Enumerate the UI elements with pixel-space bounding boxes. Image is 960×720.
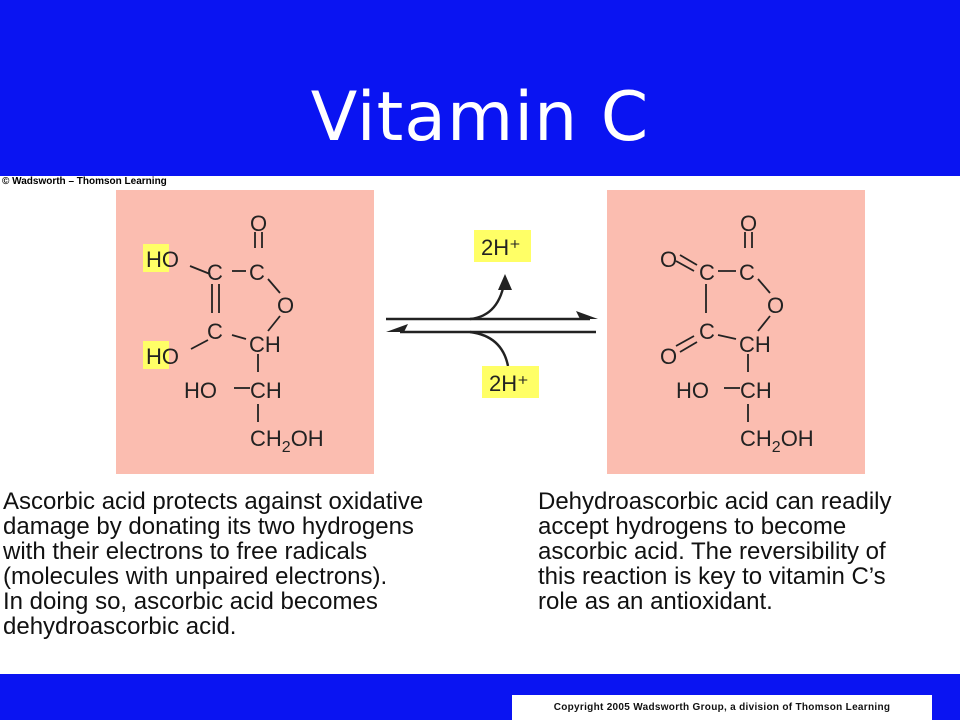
dehydro-ho-side: HO [676, 378, 709, 403]
dehydro-o-left-lower: O [660, 344, 677, 369]
dehydro-bonds [675, 232, 771, 422]
ascorbic-bonds [189, 232, 281, 422]
equilibrium-arrows [386, 277, 596, 367]
hydrogen-gain-box [482, 366, 539, 398]
hydrogen-highlight-upper [143, 244, 169, 272]
dehydro-ch-side: CH [740, 378, 772, 403]
image-credit: © Wadsworth – Thomson Learning [2, 176, 167, 187]
dehydro-c-top-right: C [739, 260, 755, 285]
forward-arrowhead [576, 311, 598, 319]
copyright-notice: Copyright 2005 Wadsworth Group, a divisi… [512, 695, 932, 720]
dehydro-o-left-upper: O [660, 247, 677, 272]
ascorbic-ch-side: CH [250, 378, 282, 403]
dehydroascorbic-acid-caption: Dehydroascorbic acid can readily accept … [538, 488, 892, 615]
dehydro-c-lower-left: C [699, 319, 715, 344]
ascorbic-o-top: O [250, 211, 267, 236]
ascorbic-c-top-right: C [249, 260, 265, 285]
release-arrowhead [498, 274, 512, 290]
figure-panel: © Wadsworth – Thomson Learning O C HO C … [0, 176, 960, 674]
ascorbic-ho-side: HO [184, 378, 217, 403]
dehydro-ch2oh: CH2OH [740, 426, 814, 456]
ascorbic-acid-caption: Ascorbic acid protects against oxidative… [3, 488, 424, 640]
ascorbic-c-upper-left: C [207, 260, 223, 285]
hydrogen-release-box [474, 230, 531, 262]
slide-title: Vitamin C [310, 78, 650, 157]
dehydro-o-ring: O [767, 293, 784, 318]
ascorbic-c-lower-left: C [207, 319, 223, 344]
ascorbic-ch2oh: CH2OH [250, 426, 324, 456]
ascorbic-ch-ring: CH [249, 332, 281, 357]
reaction-diagram: O C HO C O C CH HO HO CH CH2OH O [116, 190, 865, 474]
dehydro-o-top: O [740, 211, 757, 236]
dehydro-c-upper-left: C [699, 260, 715, 285]
hydrogen-highlight-lower [143, 341, 169, 369]
dehydroascorbic-acid-box [607, 190, 865, 474]
hydrogen-release-label: 2H⁺ [481, 235, 521, 260]
ascorbic-acid-box [116, 190, 374, 474]
ascorbic-ho-upper: HO [146, 247, 179, 272]
reverse-arrowhead [386, 324, 408, 332]
ascorbic-o-ring: O [277, 293, 294, 318]
dehydro-ch-ring: CH [739, 332, 771, 357]
ascorbic-ho-lower: HO [146, 344, 179, 369]
hydrogen-gain-label: 2H⁺ [489, 371, 529, 396]
